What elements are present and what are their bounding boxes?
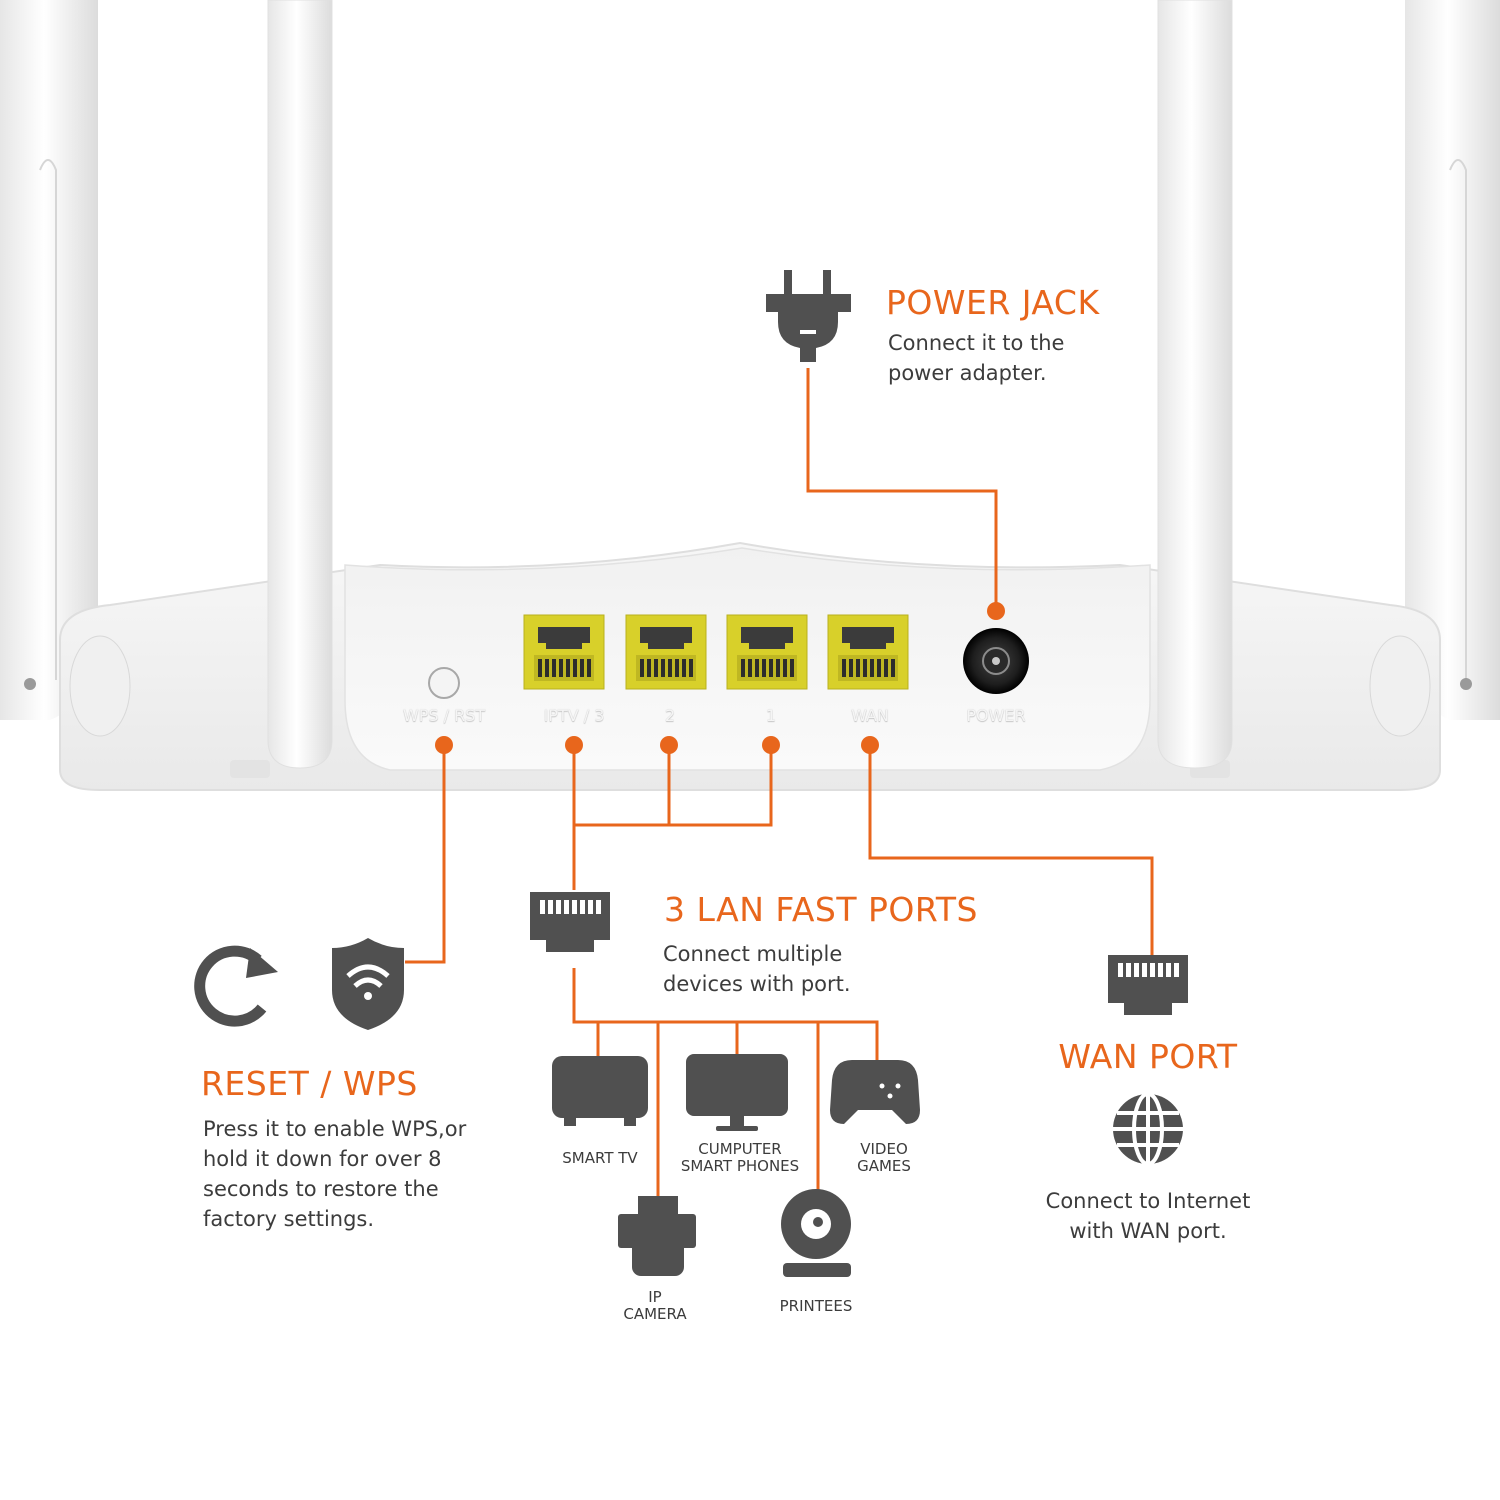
port-label-power: POWER <box>966 706 1026 725</box>
antenna-inner-left <box>267 0 333 769</box>
computer-icon <box>686 1054 788 1131</box>
connector-lines <box>405 368 1154 1196</box>
port-label-lan1: 1 <box>765 706 777 725</box>
reset-desc-line4: factory settings. <box>203 1207 375 1231</box>
printer-icon <box>618 1196 696 1276</box>
caption-ip-camera: IP CAMERA <box>605 1289 705 1323</box>
power-jack-port[interactable] <box>963 628 1029 694</box>
caption-games-line2: GAMES <box>857 1157 911 1175</box>
antenna-far-left <box>0 0 98 720</box>
ethernet-icon-lan <box>530 892 610 952</box>
globe-icon <box>1113 1092 1183 1166</box>
reset-desc-line2: hold it down for over 8 <box>203 1147 442 1171</box>
reset-desc-line1: Press it to enable WPS,or <box>203 1117 467 1141</box>
caption-camera-line2: CAMERA <box>623 1305 687 1323</box>
lan-desc-line2: devices with port. <box>663 972 851 996</box>
caption-camera-line1: IP <box>648 1288 662 1306</box>
connector-dots <box>435 602 1005 754</box>
antenna-inner-right <box>1157 0 1233 769</box>
smart-tv-icon <box>552 1056 648 1126</box>
caption-printer: PRINTEES <box>779 1297 853 1315</box>
caption-smart-tv: SMART TV <box>562 1149 638 1167</box>
reset-desc: Press it to enable WPS,or hold it down f… <box>203 1114 523 1234</box>
wan-desc-line1: Connect to Internet <box>1045 1189 1251 1213</box>
port-label-wps-rst: WPS / RST <box>402 706 486 725</box>
ethernet-icon-wan <box>1108 955 1188 1015</box>
wifi-shield-icon <box>332 938 404 1030</box>
lan1-port[interactable] <box>726 614 808 690</box>
ip-camera-icon <box>781 1189 851 1277</box>
wan-desc-line2: with WAN port. <box>1069 1219 1227 1243</box>
wps-rst-button[interactable] <box>428 667 460 699</box>
power-jack-title: POWER JACK <box>886 283 1100 322</box>
port-label-wan: WAN <box>851 706 889 725</box>
reset-desc-line3: seconds to restore the <box>203 1177 439 1201</box>
caption-computer-line2: SMART PHONES <box>680 1157 800 1175</box>
caption-video-games: VIDEO GAMES <box>834 1141 934 1175</box>
power-jack-desc-line2: power adapter. <box>888 361 1047 385</box>
power-jack-desc: Connect it to the power adapter. <box>888 328 1148 388</box>
caption-games-line1: VIDEO <box>860 1140 908 1158</box>
wan-port[interactable] <box>827 614 909 690</box>
port-label-lan2: 2 <box>664 706 676 725</box>
gamepad-icon <box>830 1060 920 1124</box>
antenna-far-right <box>1405 0 1500 720</box>
lan-desc-line1: Connect multiple <box>663 942 843 966</box>
reset-icon <box>194 945 278 1027</box>
port-label-iptv3: IPTV / 3 <box>543 706 605 725</box>
lan2-port[interactable] <box>625 614 707 690</box>
plug-icon <box>766 270 851 362</box>
caption-computer: CUMPUTER SMART PHONES <box>660 1141 820 1175</box>
power-jack-desc-line1: Connect it to the <box>888 331 1065 355</box>
lan-desc: Connect multiple devices with port. <box>663 939 923 999</box>
reset-title: RESET / WPS <box>201 1064 418 1103</box>
caption-computer-line1: CUMPUTER <box>698 1140 782 1158</box>
wan-title: WAN PORT <box>1058 1037 1238 1076</box>
wan-desc: Connect to Internet with WAN port. <box>1018 1186 1278 1246</box>
lan-title: 3 LAN FAST PORTS <box>664 890 979 929</box>
iptv3-port[interactable] <box>523 614 605 690</box>
